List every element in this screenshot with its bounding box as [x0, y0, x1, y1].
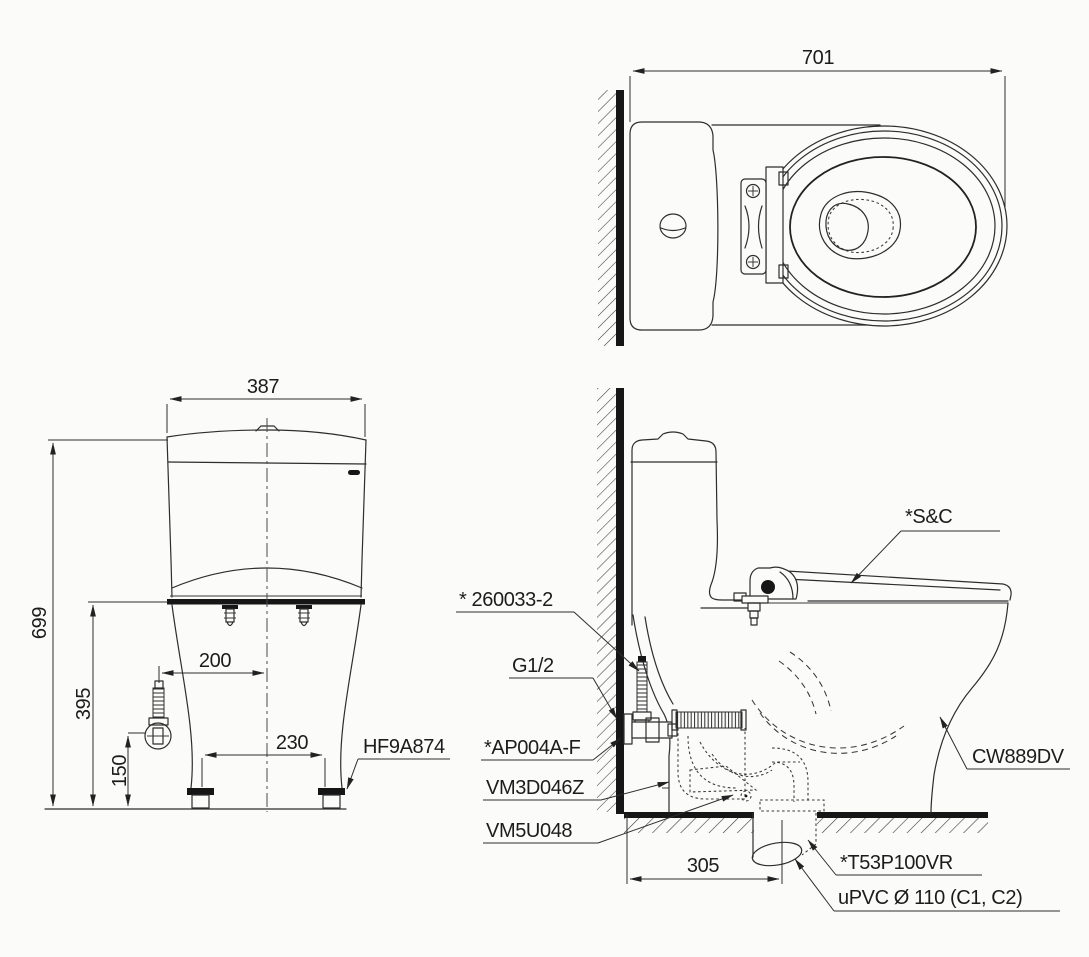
rear-pedestal-inner [644, 616, 674, 705]
label-vm5u048: VM5U048 [486, 820, 572, 842]
label-t53p100vr: *T53P100VR [840, 852, 953, 874]
drain-pipe [751, 812, 817, 867]
hinge-plan [740, 166, 789, 284]
hinge-pivot [761, 580, 775, 594]
label-vm3d046z: VM3D046Z [486, 777, 584, 799]
dim-305-label: 305 [687, 855, 719, 877]
label-upvc: uPVC Ø 110 (C1, C2) [838, 887, 1022, 909]
dimension-701: 701 [629, 47, 1006, 207]
foot-cap-right [318, 788, 345, 795]
label-hf9a874: HF9A874 [363, 736, 445, 758]
side-wall [616, 388, 624, 814]
dimension-699: 699 [29, 439, 168, 807]
tank-side [630, 431, 756, 813]
label-cw889dv: CW889DV [972, 746, 1065, 768]
seat-lid-plan [760, 125, 1008, 327]
callout-elbow: *T53P100VR [807, 839, 982, 876]
pedestal-front [44, 604, 362, 810]
dimension-305: 305 [626, 814, 783, 884]
dimension-230: 230 [201, 732, 326, 787]
label-260033-2: * 260033-2 [459, 589, 553, 611]
dim-230-label: 230 [276, 732, 308, 754]
dim-150-label: 150 [109, 755, 131, 787]
dim-200-label: 200 [199, 650, 231, 672]
foot-left [191, 794, 210, 809]
dimension-150: 150 [109, 732, 146, 807]
dimension-200: 200 [158, 650, 265, 683]
wall [616, 90, 624, 346]
callout-pipe: uPVC Ø 110 (C1, C2) [794, 858, 1060, 912]
dimension-395: 395 [73, 601, 168, 807]
callout-supply: * 260033-2 [456, 589, 640, 672]
dim-699-label: 699 [29, 607, 51, 639]
seat-cover-side [733, 566, 1012, 626]
stop-valve-front [144, 680, 172, 750]
callout-fitting2: VM5U048 [483, 794, 734, 844]
side-view: 305 *S&C CW889DV * 260033-2 G1/2 *AP004A… [456, 388, 1070, 912]
wall-fitting [623, 713, 678, 745]
foot-cap-left [187, 788, 214, 795]
side-wall-hatch [597, 388, 616, 812]
dimension-387: 387 [166, 376, 366, 437]
fixing-bolts-front [222, 605, 312, 627]
callout-foot-cap: HF9A874 [346, 736, 450, 790]
dim-395-label: 395 [73, 688, 95, 720]
wall-hatch [598, 90, 617, 346]
label-s-and-c: *S&C [905, 506, 952, 528]
foot-right [322, 794, 341, 809]
nozzle-flange [741, 595, 769, 604]
callout-seat: *S&C [850, 506, 1000, 584]
label-g12: G1/2 [512, 655, 554, 677]
trapway [689, 741, 800, 802]
dim-387-label: 387 [247, 376, 279, 398]
rear-pedestal-outer [632, 614, 671, 813]
outlet-elbow [759, 747, 825, 812]
seat-opening [789, 156, 977, 298]
callout-valve: *AP004A-F [481, 737, 622, 761]
floor [624, 812, 988, 833]
nozzle-shield-plan [818, 191, 902, 260]
flush-valve [671, 709, 747, 800]
flush-button [659, 213, 687, 239]
hinge-side [749, 566, 799, 600]
dim-701-label: 701 [802, 47, 834, 69]
brand-logo-mark [348, 470, 360, 475]
tank-plan [629, 121, 719, 331]
front-view: 387 [29, 376, 450, 812]
bowl-hidden-lines [751, 651, 905, 754]
supply-bolt [632, 656, 652, 729]
callout-bowl: CW889DV [939, 716, 1070, 770]
tank-shelf [167, 599, 365, 605]
label-ap004a-f: *AP004A-F [484, 737, 581, 759]
callout-thread: G1/2 [509, 655, 618, 720]
top-view: 701 [598, 47, 1008, 346]
callout-fitting1: VM3D046Z [483, 777, 670, 801]
bowl-front-profile [930, 602, 1009, 814]
